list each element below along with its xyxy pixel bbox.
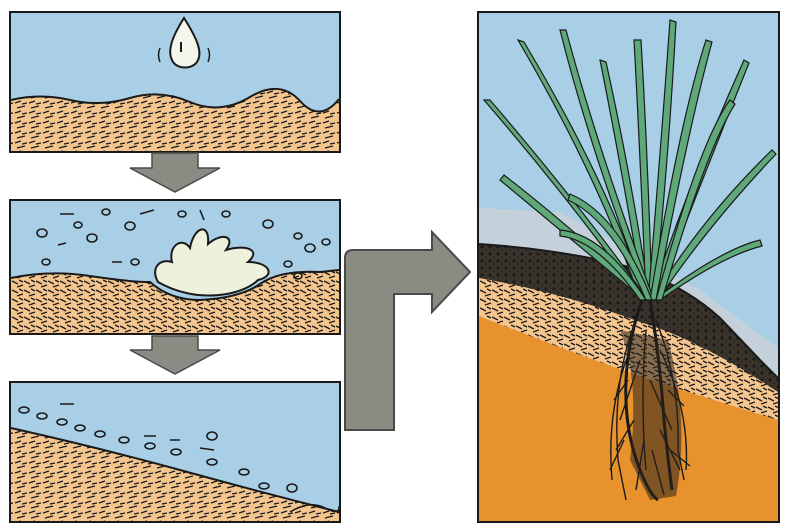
connector-arrow <box>345 232 470 430</box>
panel-splash-erosion <box>10 200 340 334</box>
down-arrow-1 <box>130 153 220 192</box>
down-arrow-2 <box>130 336 220 374</box>
panel-vegetated-slope <box>478 12 779 522</box>
panel-runoff-transport <box>10 382 340 522</box>
panel-raindrop-impact <box>10 12 340 152</box>
